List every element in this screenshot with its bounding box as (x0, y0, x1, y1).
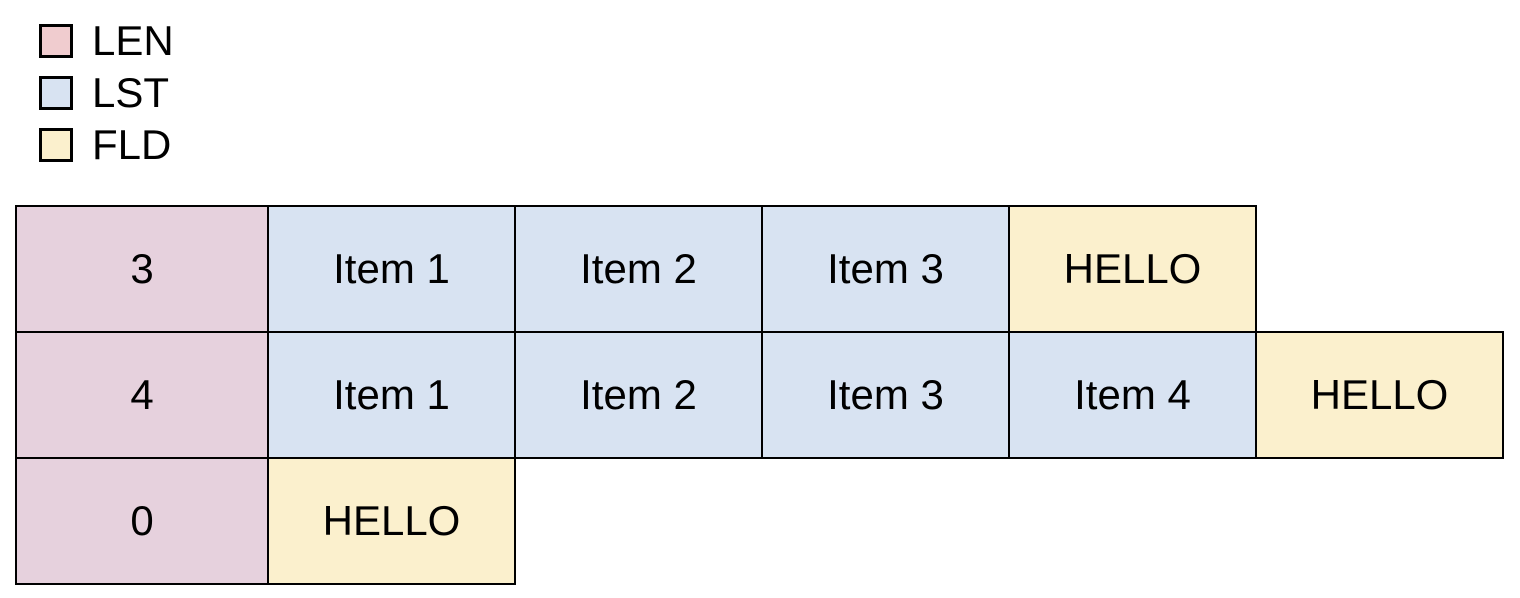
lst-color-swatch (39, 76, 73, 110)
lst-item-cell: Item 1 (267, 331, 516, 459)
fld-cell: HELLO (1008, 205, 1257, 333)
layout-row-length-0: 0 HELLO (15, 457, 1504, 585)
layout-row-length-3: 3 Item 1 Item 2 Item 3 HELLO (15, 205, 1504, 333)
fld-color-swatch (39, 128, 73, 162)
legend-item-fld: FLD (39, 121, 174, 168)
legend: LEN LST FLD (39, 17, 174, 180)
lst-item-cell: Item 3 (761, 331, 1010, 459)
legend-item-lst: LST (39, 69, 174, 116)
lst-item-cell: Item 2 (514, 205, 763, 333)
len-cell: 0 (15, 457, 269, 585)
lst-item-cell: Item 4 (1008, 331, 1257, 459)
len-cell: 3 (15, 205, 269, 333)
memory-layout-diagram: 3 Item 1 Item 2 Item 3 HELLO 4 Item 1 It… (15, 205, 1504, 585)
fld-cell: HELLO (267, 457, 516, 585)
lst-item-cell: Item 2 (514, 331, 763, 459)
legend-label-lst: LST (92, 69, 170, 116)
layout-row-length-4: 4 Item 1 Item 2 Item 3 Item 4 HELLO (15, 331, 1504, 459)
legend-label-len: LEN (92, 17, 174, 64)
lst-item-cell: Item 3 (761, 205, 1010, 333)
len-color-swatch (39, 24, 73, 58)
lst-item-cell: Item 1 (267, 205, 516, 333)
fld-cell: HELLO (1255, 331, 1504, 459)
legend-label-fld: FLD (92, 121, 172, 168)
legend-item-len: LEN (39, 17, 174, 64)
len-cell: 4 (15, 331, 269, 459)
